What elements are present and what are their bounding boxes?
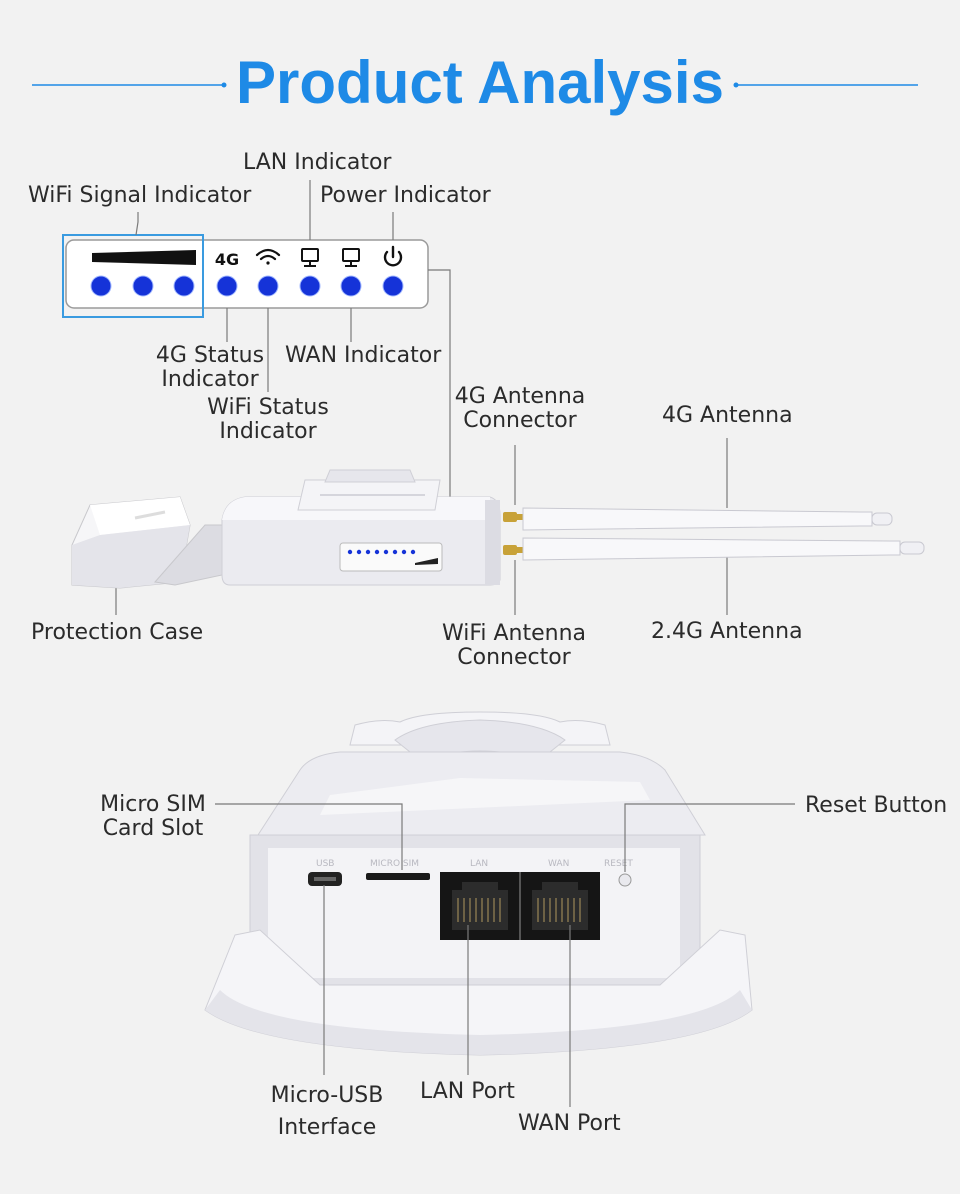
signal-strength-icon <box>92 250 196 265</box>
led-4g <box>216 275 238 297</box>
led-wifi <box>257 275 279 297</box>
micro-usb-port <box>308 872 342 886</box>
label-wifi-antenna-connector-line1: WiFi Antenna <box>441 621 587 646</box>
label-wifi-status-line2: Indicator <box>219 419 317 444</box>
label-lan-port: LAN Port <box>420 1079 515 1104</box>
tag-4g: 4G <box>215 250 239 269</box>
label-micro-usb-interface: Micro-USB Interface <box>262 1080 392 1144</box>
label-4g-antenna-connector: 4G Antenna Connector <box>446 385 594 433</box>
device-side-view <box>71 469 925 589</box>
led-panel: 4G <box>62 234 429 318</box>
wan-rj45 <box>532 882 588 930</box>
led-signal-2 <box>132 275 154 297</box>
reset-button-hole <box>618 873 632 887</box>
antenna-4g <box>522 507 893 531</box>
led-power <box>382 275 404 297</box>
page-title: Product Analysis <box>236 49 724 116</box>
device-label-wan: WAN <box>548 859 569 869</box>
label-micro-usb-line1: Micro-USB <box>270 1083 384 1108</box>
leader-lines-bottom <box>215 803 795 1107</box>
wan-monitor-icon <box>342 248 360 267</box>
label-reset-button: Reset Button <box>805 793 948 818</box>
label-4g-status-line2: Indicator <box>161 367 259 392</box>
lan-rj45 <box>452 882 508 930</box>
label-wan-indicator: WAN Indicator <box>285 343 442 368</box>
device-label-reset: RESET <box>604 859 633 869</box>
label-micro-sim-card-slot: Micro SIM Card Slot <box>92 793 214 841</box>
micro-sim-slot <box>366 873 430 880</box>
wifi-icon <box>255 248 281 265</box>
wifi-signal-highlight-box <box>62 234 204 318</box>
label-4g-status-indicator: 4G Status Indicator <box>150 344 270 392</box>
label-wan-port: WAN Port <box>518 1111 621 1136</box>
label-wifi-status-indicator: WiFi Status Indicator <box>203 396 333 444</box>
label-wifi-status-line1: WiFi Status <box>207 395 329 420</box>
led-wan <box>340 275 362 297</box>
lan-monitor-icon <box>301 248 319 267</box>
label-4g-status-line1: 4G Status <box>155 343 265 368</box>
led-signal-1 <box>90 275 112 297</box>
label-24g-antenna: 2.4G Antenna <box>651 619 803 644</box>
device-label-lan: LAN <box>470 859 488 869</box>
label-lan-indicator: LAN Indicator <box>243 150 392 175</box>
label-4g-antenna-connector-line2: Connector <box>463 408 577 433</box>
led-signal-3 <box>173 275 195 297</box>
title-rules <box>32 82 918 88</box>
label-micro-sim-line1: Micro SIM <box>100 792 206 817</box>
ethernet-ports <box>440 872 600 940</box>
label-4g-antenna: 4G Antenna <box>662 403 793 428</box>
label-4g-antenna-connector-line1: 4G Antenna <box>454 384 586 409</box>
led-lights <box>90 275 404 297</box>
device-label-usb: USB <box>316 859 334 869</box>
protection-case <box>71 496 191 589</box>
antenna-24g <box>522 537 925 561</box>
device-label-micro-sim: MICRO SIM <box>370 859 419 869</box>
label-micro-sim-line2: Card Slot <box>102 816 204 841</box>
device-bottom-view: USB MICRO SIM LAN WAN RESET <box>204 711 753 1056</box>
label-micro-usb-line2: Interface <box>277 1115 377 1140</box>
led-lan <box>299 275 321 297</box>
label-protection-case: Protection Case <box>31 620 204 645</box>
label-power-indicator: Power Indicator <box>320 183 491 208</box>
label-wifi-antenna-connector: WiFi Antenna Connector <box>434 622 594 670</box>
label-wifi-antenna-connector-line2: Connector <box>457 645 571 670</box>
label-wifi-signal-indicator: WiFi Signal Indicator <box>28 183 252 208</box>
antenna-connectors <box>503 512 523 555</box>
power-icon <box>383 245 403 267</box>
router-body <box>221 469 501 586</box>
